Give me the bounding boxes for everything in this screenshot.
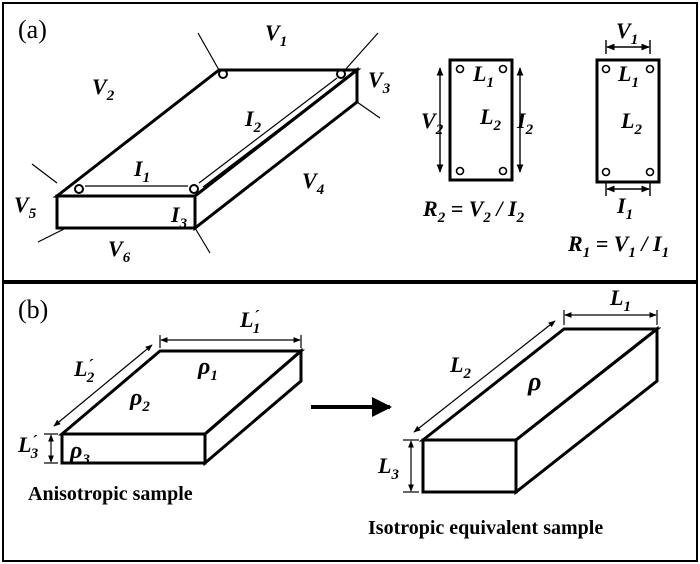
panel-b-frame	[2, 282, 698, 562]
aniso-caption: Anisotropic sample	[28, 483, 193, 505]
label-v5: V5	[14, 192, 37, 222]
panel-a-frame	[2, 2, 698, 282]
rect-right-outline	[595, 58, 661, 184]
label-v2: V2	[92, 74, 115, 104]
rect-left-label-i2: I2	[516, 108, 534, 138]
label-v1: V1	[265, 20, 287, 50]
iso-label-l3: L3	[377, 453, 399, 483]
contact-back-left	[218, 69, 228, 79]
label-i1: I1	[133, 156, 150, 186]
rect-right-label-l1: L1	[617, 61, 639, 91]
lead-wire-right	[356, 101, 381, 119]
rect-right: V1 L1 L2 I1 R1 = V1 / I1	[567, 18, 669, 261]
lead-wire-bottom-left	[37, 227, 67, 243]
aniso-l2-arrow	[53, 344, 153, 427]
current-line-i2b	[202, 81, 342, 188]
rect-right-contact-bl	[601, 167, 611, 177]
label-v3: V3	[368, 67, 391, 97]
rect-right-label-v1: V1	[616, 18, 638, 48]
contact-front-left	[74, 184, 84, 194]
aniso-top-face	[57, 349, 306, 436]
rect-left-outline	[448, 58, 514, 182]
rect-left-label-v2: V2	[421, 108, 444, 138]
rect-left-label-l2: L2	[479, 104, 501, 134]
contact-front-right	[189, 184, 199, 194]
iso-label-rho: ρ	[527, 367, 541, 396]
lead-wire-top	[197, 32, 220, 71]
lead-wire-bottom-right	[194, 227, 211, 254]
rect-right-contact-br	[645, 167, 655, 177]
rect-left: V2 L1 L2 I2 R2 = V2 / I2	[421, 58, 534, 226]
label-v6: V6	[108, 236, 131, 266]
iso-caption: Isotropic equivalent sample	[368, 517, 603, 539]
aniso-label-l2: L´2	[73, 356, 95, 386]
current-line-i2	[198, 77, 338, 184]
aniso-label-l3: L´3	[17, 432, 39, 462]
lead-wire-left	[31, 163, 58, 184]
label-i2: I2	[244, 106, 262, 136]
aniso-label-rho1: ρ1	[197, 354, 218, 384]
iso-side-face	[514, 325, 659, 496]
panel-a-label: (a)	[18, 15, 47, 44]
lead-wire-top-right	[344, 32, 379, 71]
panel-b-label: (b)	[18, 295, 48, 324]
aniso-box: L´1 L´2 L´3 ρ1 ρ2 ρ3 Anisotropic sample	[17, 307, 306, 505]
aniso-label-rho3: ρ3	[69, 438, 90, 468]
aniso-label-rho2: ρ2	[129, 385, 150, 415]
rect-right-label-l2: L2	[620, 108, 642, 138]
rect-left-contact-tl	[455, 64, 465, 74]
rect-left-contact-bl	[455, 166, 465, 176]
iso-l2-arrow	[413, 320, 556, 433]
label-v4: V4	[302, 168, 325, 198]
rect-right-contact-tr	[645, 64, 655, 74]
rect-right-formula: R1 = V1 / I1	[567, 231, 669, 261]
slab	[31, 32, 381, 254]
rect-left-label-l1: L1	[472, 61, 494, 91]
slab-side-face	[193, 66, 359, 232]
rect-right-label-i1: I1	[616, 193, 633, 223]
iso-front-face	[421, 438, 518, 494]
aniso-side-face	[203, 347, 303, 467]
rect-right-contact-tl	[601, 64, 611, 74]
contact-back-right	[336, 69, 346, 79]
rect-left-formula: R2 = V2 / I2	[422, 196, 525, 226]
iso-box: L1 L2 L3 ρ Isotropic equivalent sample	[368, 285, 662, 539]
panel-b: (b) L´1 L´2 L´3 ρ1 ρ2 ρ3 Anisotropic sam…	[2, 282, 698, 562]
panel-a: (a) V1 V2 V3 V4 V5 V6	[2, 2, 698, 282]
iso-label-l1: L1	[609, 285, 631, 315]
iso-label-l2: L2	[449, 352, 471, 382]
rect-left-contact-br	[498, 166, 508, 176]
rect-left-contact-tr	[498, 64, 508, 74]
aniso-label-l1: L´1	[239, 307, 260, 337]
label-i3: I3	[170, 202, 188, 232]
